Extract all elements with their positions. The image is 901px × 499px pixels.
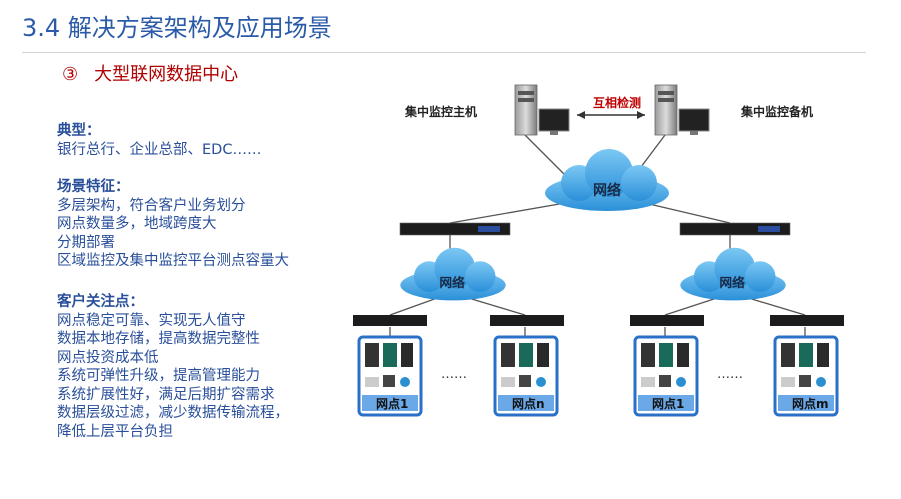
sensor-icon bbox=[641, 377, 655, 387]
region-cloud-right: 网络 bbox=[680, 247, 786, 301]
rack-device-icon bbox=[770, 315, 844, 326]
section-line: 银行总行、企业总部、EDC…… bbox=[57, 141, 262, 158]
switch-left bbox=[399, 222, 511, 236]
water-drop-icon bbox=[400, 377, 410, 387]
server-tower-icon bbox=[514, 84, 538, 136]
sensor-icon bbox=[365, 377, 379, 387]
link-region-right-b bbox=[744, 296, 806, 316]
subtitle: ③ 大型联网数据中心 bbox=[62, 60, 238, 86]
rack-device-icon bbox=[353, 315, 427, 326]
site-box: 网点1 bbox=[633, 335, 699, 417]
rack-device-icon bbox=[490, 315, 564, 326]
cloud-label: 网络 bbox=[719, 275, 745, 291]
site-label: 网点m bbox=[792, 396, 829, 411]
water-drop-icon bbox=[816, 377, 826, 387]
section-line: 分期部署 bbox=[57, 234, 115, 251]
cloud-icon bbox=[680, 247, 786, 301]
monitor-icon bbox=[678, 108, 710, 132]
region-cloud-left: 网络 bbox=[400, 247, 506, 301]
section-line: 系统可弹性升级，提高管理能力 bbox=[57, 368, 260, 384]
cabinet-icon bbox=[817, 343, 829, 367]
cabinet-icon bbox=[501, 343, 515, 367]
switch-right bbox=[679, 222, 791, 236]
site-label: 网点1 bbox=[376, 396, 408, 411]
mutual-check: 互相检测 bbox=[577, 95, 645, 119]
page-title: 3.4 解决方案架构及应用场景 bbox=[22, 14, 332, 42]
section-line: 网点投资成本低 bbox=[57, 349, 159, 366]
section-concerns: 客户关注点： 网点稳定可靠、实现无人值守 数据本地存储，提高数据完整性 网点投资… bbox=[57, 293, 289, 441]
section-line: 系统扩展性好，满足后期扩容需求 bbox=[57, 386, 275, 403]
cloud-icon bbox=[400, 247, 506, 301]
link-host-cloud bbox=[524, 134, 566, 176]
section-line: 网点数量多，地域跨度大 bbox=[57, 216, 217, 232]
section-typical: 典型： 银行总行、企业总部、EDC…… bbox=[57, 122, 261, 159]
link-region-right-a bbox=[664, 296, 721, 316]
link-cloud-switch-left bbox=[449, 202, 566, 224]
sensor-icon bbox=[501, 377, 515, 387]
water-drop-icon bbox=[676, 377, 686, 387]
section-line: 数据层级过滤，减少数据传输流程， bbox=[57, 405, 289, 421]
backup-host bbox=[654, 84, 710, 136]
site-box: 网点1 bbox=[357, 335, 423, 417]
section-line: 多层架构，符合客户业务划分 bbox=[57, 197, 246, 214]
cabinet-icon bbox=[519, 343, 533, 367]
cabinet-icon bbox=[659, 343, 673, 367]
section-line: 网点稳定可靠、实现无人值守 bbox=[57, 312, 246, 329]
cabinet-icon bbox=[401, 343, 413, 367]
section-line: 降低上层平台负担 bbox=[57, 423, 173, 440]
main-host-label: 集中监控主机 bbox=[404, 104, 477, 119]
title-divider bbox=[22, 52, 866, 53]
cloud-label: 网络 bbox=[593, 182, 621, 199]
section-heading: 客户关注点： bbox=[57, 294, 144, 310]
cloud-label: 网络 bbox=[439, 275, 465, 291]
water-drop-icon bbox=[536, 377, 546, 387]
camera-icon bbox=[383, 375, 395, 387]
sensor-icon bbox=[781, 377, 795, 387]
subtitle-number: ③ bbox=[62, 64, 79, 85]
lower-switches bbox=[353, 315, 844, 326]
cabinet-icon bbox=[641, 343, 655, 367]
section-line: 区域监控及集中监控平台测点容量大 bbox=[57, 253, 289, 269]
site-label: 网点1 bbox=[652, 396, 684, 411]
cabinet-icon bbox=[677, 343, 689, 367]
subtitle-text: 大型联网数据中心 bbox=[94, 64, 239, 85]
camera-icon bbox=[799, 375, 811, 387]
link-cloud-switch-right bbox=[644, 202, 731, 224]
camera-icon bbox=[659, 375, 671, 387]
link-region-left-b bbox=[464, 296, 526, 316]
cabinet-icon bbox=[365, 343, 379, 367]
backup-host-label: 集中监控备机 bbox=[740, 104, 813, 119]
network-links bbox=[389, 134, 806, 337]
section-heading: 典型： bbox=[57, 123, 101, 139]
cabinet-icon bbox=[781, 343, 795, 367]
main-host bbox=[514, 84, 570, 136]
mutual-check-label: 互相检测 bbox=[593, 95, 641, 110]
ellipsis-left: …… bbox=[441, 367, 467, 382]
section-line: 数据本地存储，提高数据完整性 bbox=[57, 331, 260, 347]
link-region-left-a bbox=[389, 296, 441, 316]
camera-icon bbox=[519, 375, 531, 387]
site-box: 网点m bbox=[773, 335, 839, 417]
section-heading: 场景特征： bbox=[57, 179, 130, 195]
server-tower-icon bbox=[654, 84, 678, 136]
cabinet-icon bbox=[537, 343, 549, 367]
site-label: 网点n bbox=[512, 396, 545, 411]
monitor-icon bbox=[538, 108, 570, 132]
site-box: 网点n bbox=[493, 335, 559, 417]
ellipsis-right: …… bbox=[717, 367, 743, 382]
cabinet-icon bbox=[383, 343, 397, 367]
rack-device-icon bbox=[630, 315, 704, 326]
architecture-diagram: 集中监控主机 集中监控备机 互相检测 网络 网络 网络 bbox=[353, 84, 844, 417]
cloud-icon bbox=[545, 149, 669, 211]
top-network-cloud: 网络 bbox=[545, 149, 669, 211]
section-features: 场景特征： 多层架构，符合客户业务划分 网点数量多，地域跨度大 分期部署 区域监… bbox=[57, 178, 289, 271]
cabinet-icon bbox=[799, 343, 813, 367]
